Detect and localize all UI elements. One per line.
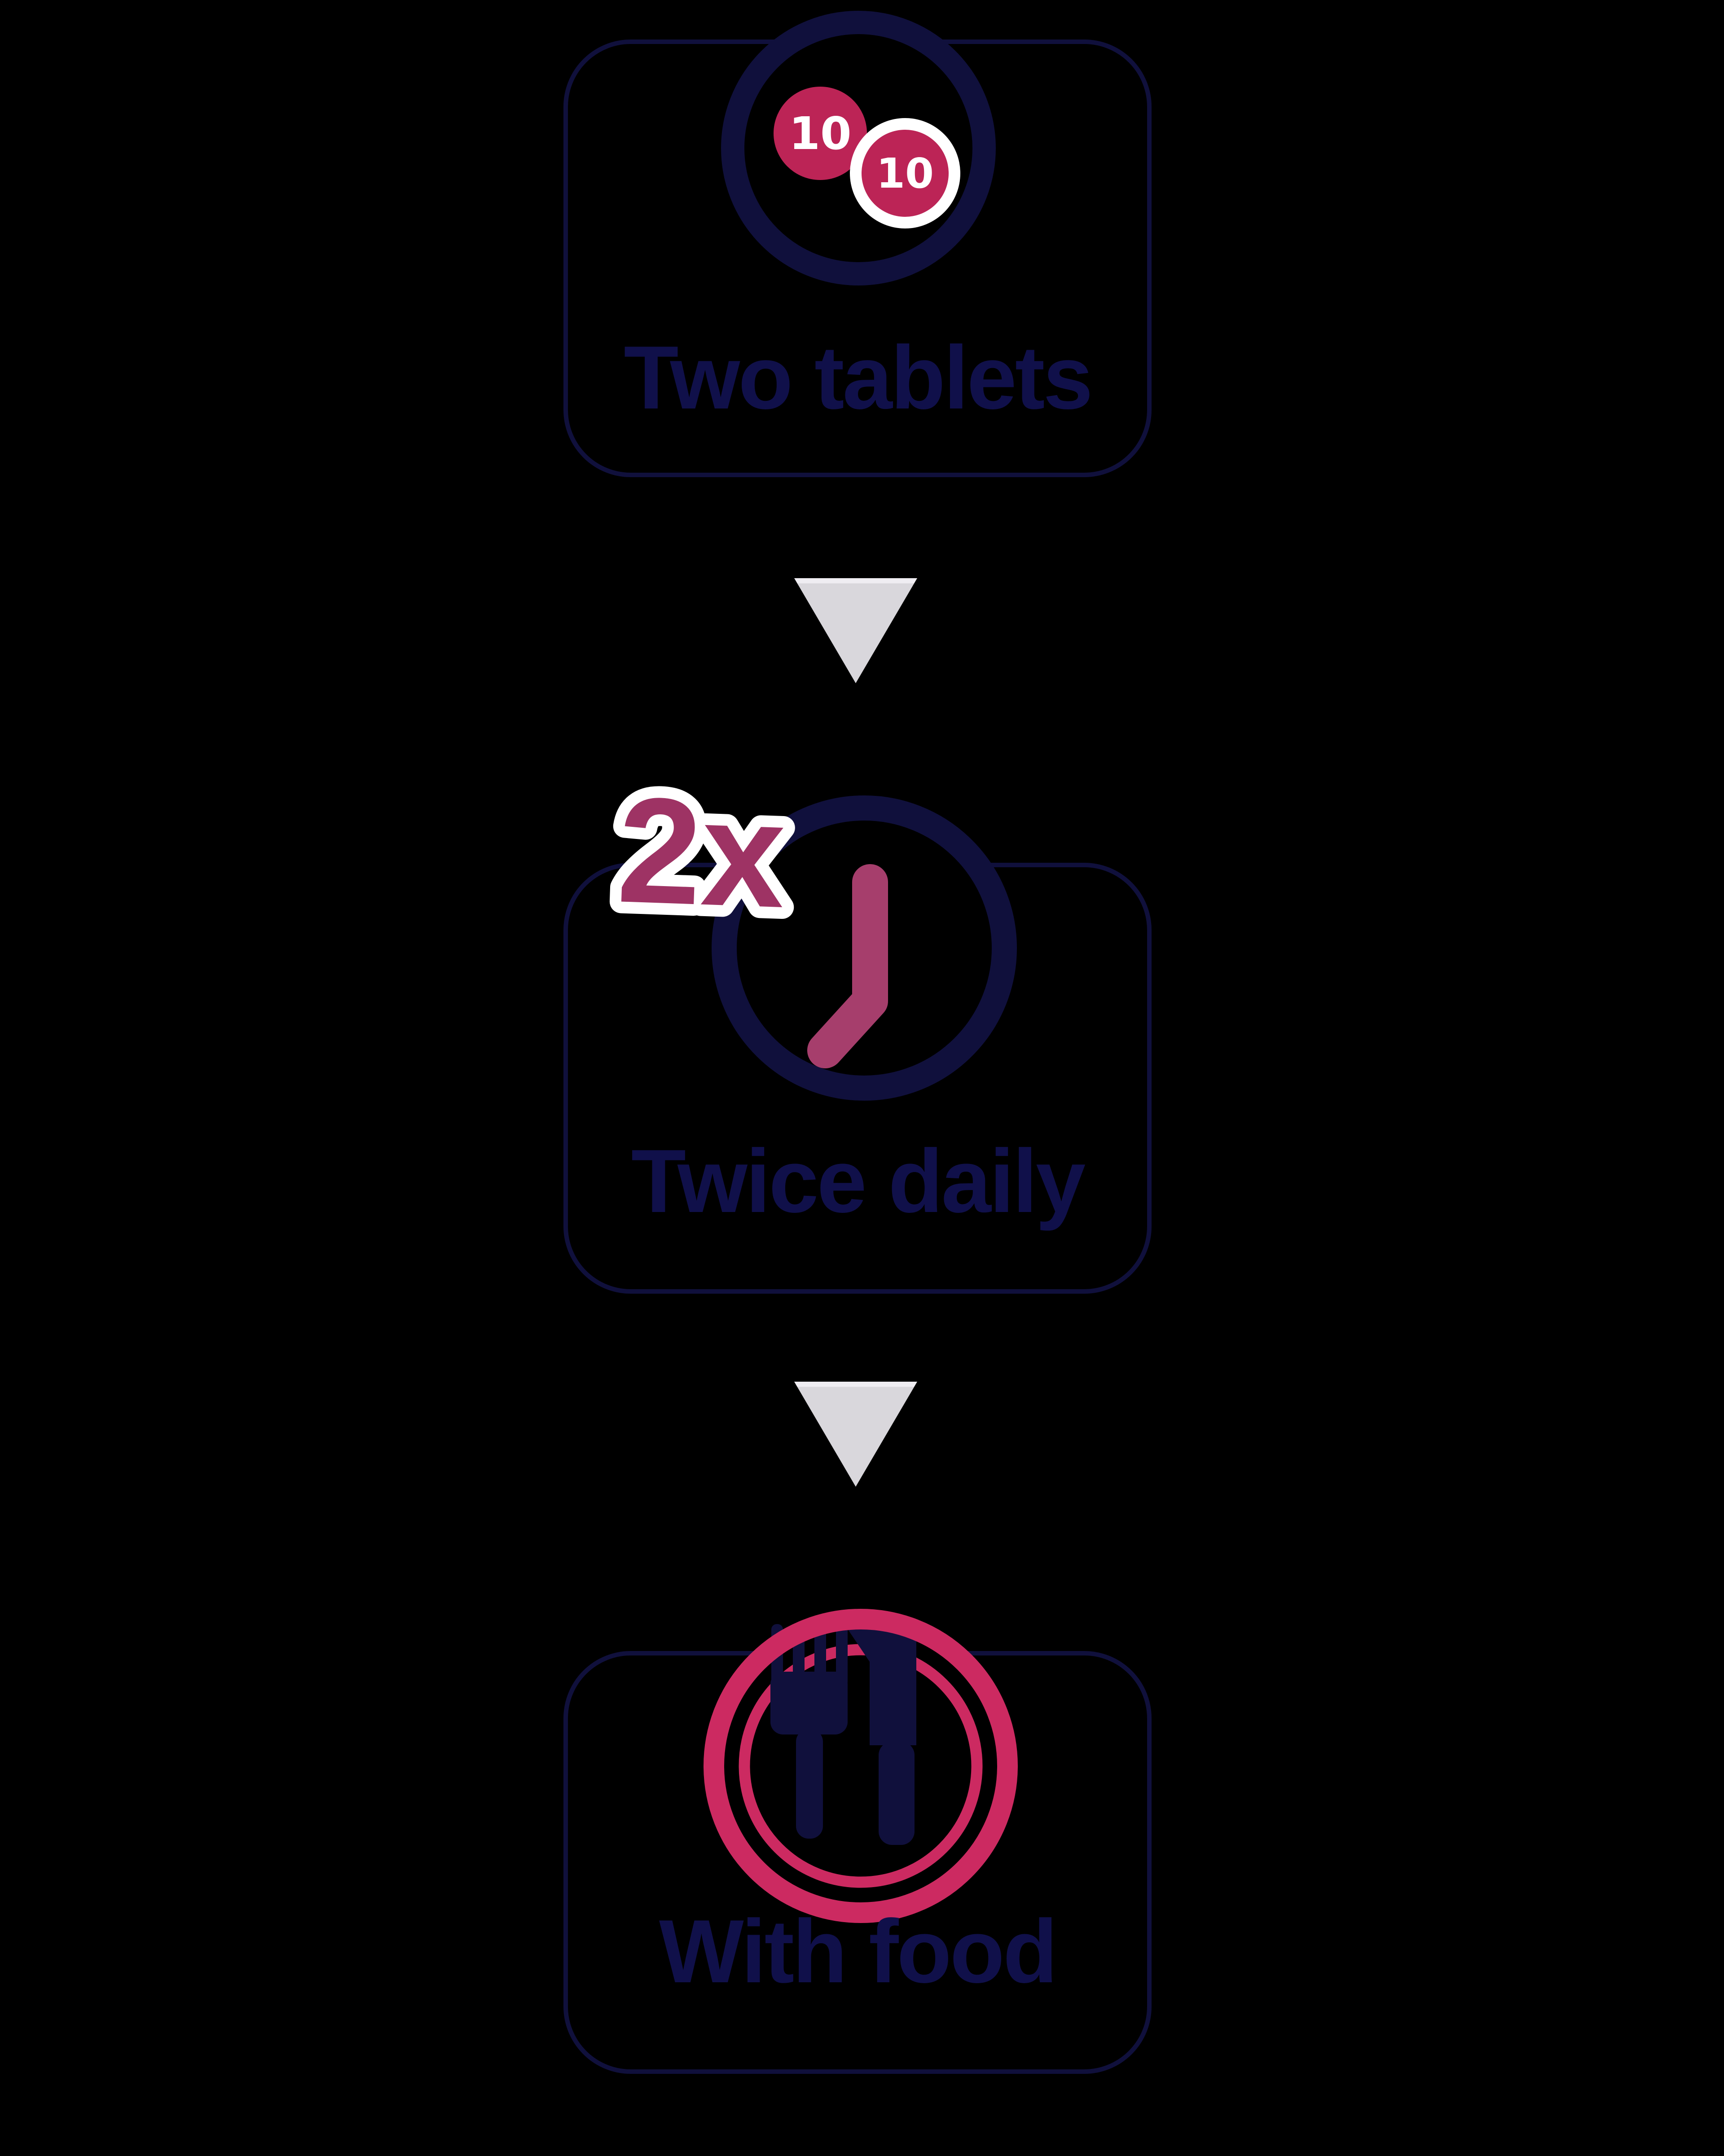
step-label-twice-daily: Twice daily: [631, 1131, 1086, 1231]
plate-cutlery-icon: [704, 1609, 1018, 1923]
fork-icon: [770, 1624, 848, 1839]
plate-inner-ring: [739, 1644, 983, 1888]
down-arrow-icon: [794, 1382, 917, 1487]
dose-frequency-badge: 2x: [603, 754, 801, 951]
clock-hand: [807, 864, 888, 1068]
knife-icon: [836, 1612, 916, 1845]
step-label-with-food: With food: [659, 1901, 1058, 2002]
tablet-pill-right: 10: [850, 118, 960, 228]
tablet-pill-left-value: 10: [789, 107, 852, 160]
step-label-two-tablets: Two tablets: [624, 328, 1093, 428]
tablet-pill-right-value: 10: [876, 149, 934, 198]
dose-frequency-badge-text: 2x: [615, 765, 789, 939]
plate-outer-ring: [704, 1609, 1018, 1923]
down-arrow-icon: [794, 578, 917, 683]
tablet-pill-left: 10: [774, 87, 867, 180]
tablet-pill-right-core: 10: [862, 130, 949, 217]
clock-icon: [712, 795, 1017, 1101]
